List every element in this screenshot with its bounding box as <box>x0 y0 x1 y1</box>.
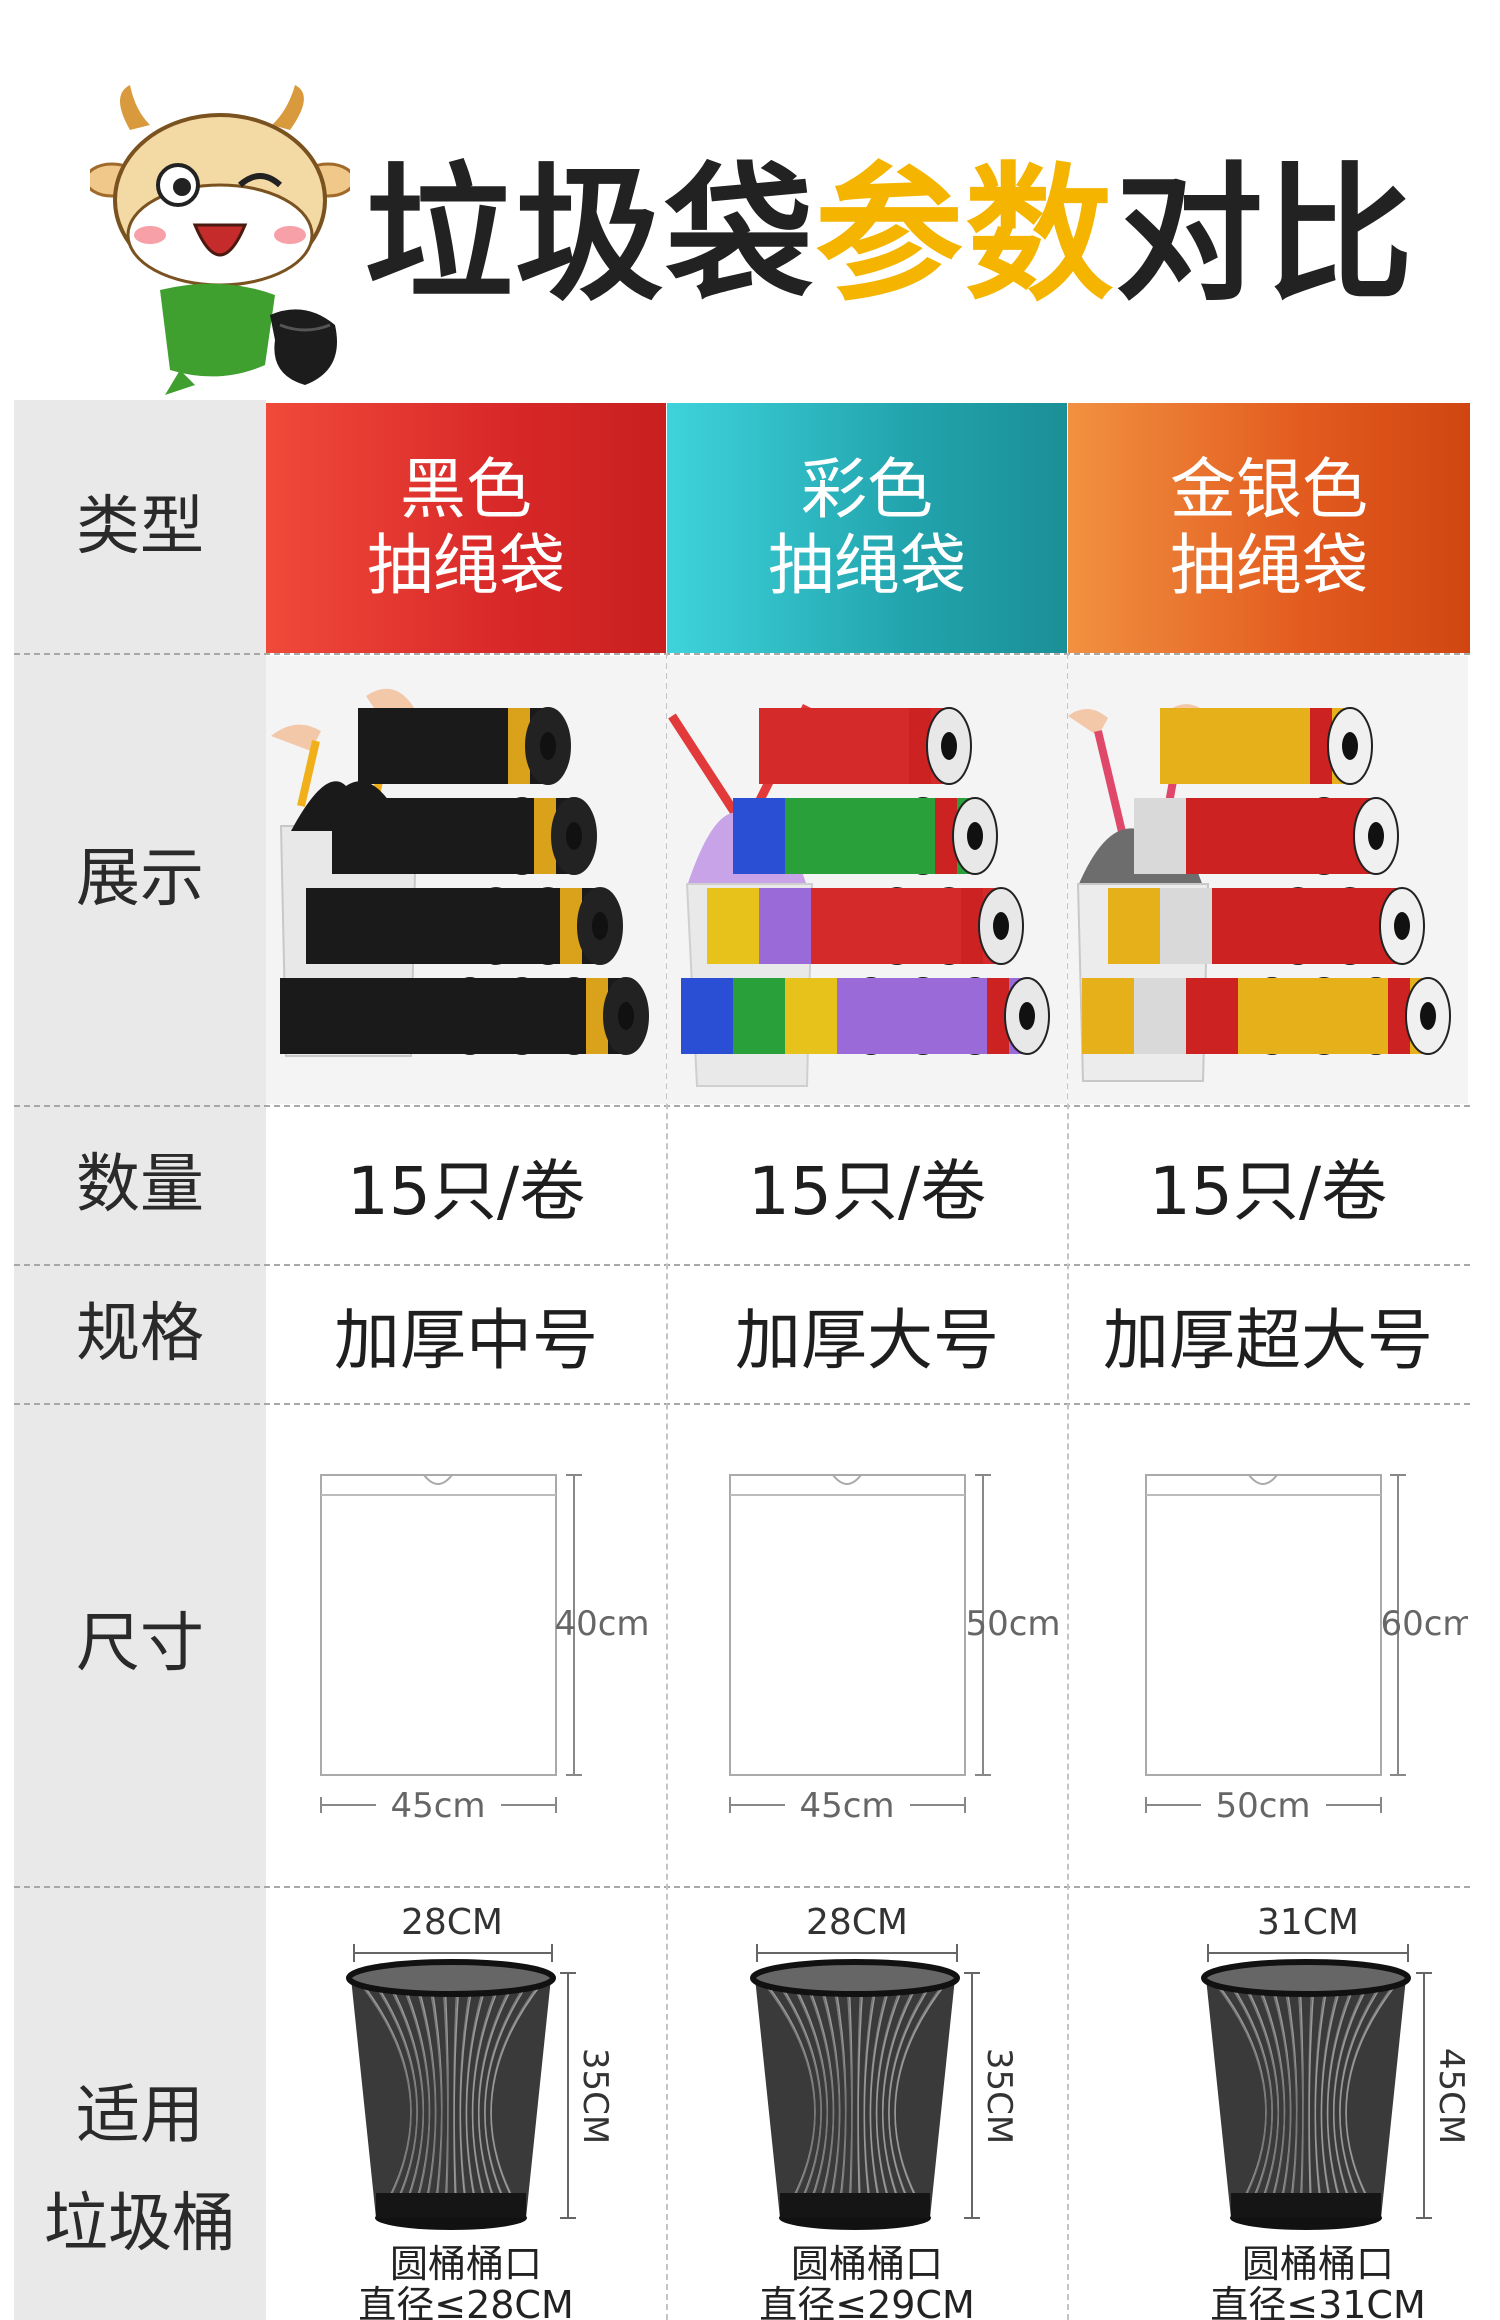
title-highlight: 参数 <box>815 149 1115 321</box>
bin-caption-1: 圆桶桶口 <box>1242 2242 1394 2286</box>
bag-height-label: 60cm <box>1380 1604 1468 1644</box>
row-divider <box>14 653 1470 655</box>
header-text: 金银色 抽绳袋 <box>1170 451 1368 604</box>
title-part3: 对比 <box>1115 149 1415 321</box>
bin-caption-1: 圆桶桶口 <box>390 2242 542 2286</box>
spec-black: 加厚中号 <box>334 1302 598 1379</box>
trash-bin-diagram-color: 28CM 35CM 圆桶桶口 直径≤29CM <box>750 1902 1019 2320</box>
bag-size-diagram-black: 40cm 45cm <box>320 1474 650 1826</box>
column-header-gold: 金银色 抽绳袋 <box>1068 403 1470 653</box>
spec-color: 加厚大号 <box>735 1302 999 1379</box>
color-bag-rolls-image <box>667 656 1067 1104</box>
spec-gold: 加厚超大号 <box>1103 1302 1433 1379</box>
bag-width-label: 45cm <box>799 1786 894 1826</box>
bin-top-width-label: 28CM <box>401 1902 503 1943</box>
gold-silver-bag-rolls-image <box>1068 656 1468 1104</box>
bin-height-label: 35CM <box>575 2048 615 2144</box>
bin-height-label: 45CM <box>1431 2048 1468 2144</box>
row-label-size: 尺寸 <box>76 1607 204 1682</box>
column-divider <box>666 653 668 2320</box>
bag-size-diagram-gold: 60cm 50cm <box>1145 1474 1468 1826</box>
quantity-black: 15只/卷 <box>346 1153 586 1230</box>
black-bag-rolls-image <box>266 656 666 1104</box>
trash-bin-diagram-black: 28CM 35CM 圆桶桶口 直径≤28CM <box>346 1902 615 2320</box>
title-part1: 垃圾袋 <box>365 149 815 321</box>
row-divider <box>14 1403 1470 1405</box>
trash-bin-diagram-gold: 31CM 45CM 圆桶桶口 直径≤31CM <box>1201 1902 1468 2320</box>
bin-caption-2: 直径≤31CM <box>1210 2283 1426 2320</box>
row-divider <box>14 1264 1470 1266</box>
cow-mascot-icon <box>90 85 350 395</box>
label-column <box>14 400 266 2320</box>
bag-height-label: 40cm <box>554 1604 649 1644</box>
bag-width-label: 45cm <box>390 1786 485 1826</box>
bin-top-width-label: 28CM <box>806 1902 908 1943</box>
quantity-color: 15只/卷 <box>747 1153 987 1230</box>
page-title: 垃圾袋参数对比 <box>365 145 1415 325</box>
column-header-color: 彩色 抽绳袋 <box>667 403 1067 653</box>
bin-caption-2: 直径≤29CM <box>759 2283 975 2320</box>
header-text: 黑色 抽绳袋 <box>367 451 565 604</box>
row-label-quantity: 数量 <box>76 1148 204 1223</box>
bin-caption-2: 直径≤28CM <box>358 2283 574 2320</box>
bin-caption-1: 圆桶桶口 <box>791 2242 943 2286</box>
row-divider <box>14 1105 1470 1107</box>
bag-width-label: 50cm <box>1215 1786 1310 1826</box>
column-header-black: 黑色 抽绳袋 <box>266 403 666 653</box>
bin-top-width-label: 31CM <box>1257 1902 1359 1943</box>
bin-height-label: 35CM <box>979 2048 1019 2144</box>
row-label-bin: 适用 垃圾桶 <box>44 2079 236 2261</box>
row-label-type: 类型 <box>76 490 204 565</box>
bag-size-diagram-color: 50cm 45cm <box>729 1474 1061 1826</box>
column-divider <box>1067 653 1069 2320</box>
row-label-spec: 规格 <box>76 1297 204 1372</box>
header-text: 彩色 抽绳袋 <box>768 451 966 604</box>
row-label-display: 展示 <box>76 842 204 917</box>
quantity-gold: 15只/卷 <box>1148 1153 1388 1230</box>
bag-height-label: 50cm <box>965 1604 1060 1644</box>
row-divider <box>14 1886 1470 1888</box>
